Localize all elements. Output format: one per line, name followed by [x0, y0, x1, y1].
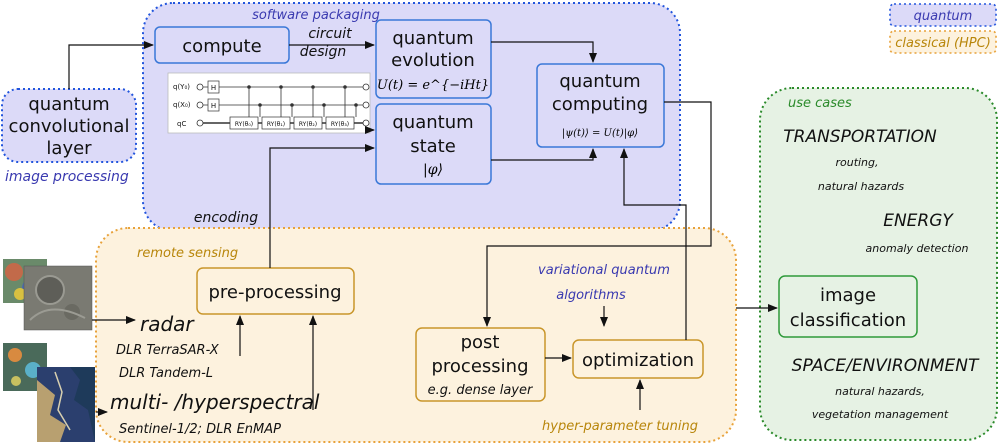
routing-label: routing, [835, 156, 878, 169]
qcomp-formula: |ψ(t)⟩ = U(t)|φ⟩ [562, 128, 638, 139]
circuit-h-gate-2: H [211, 102, 216, 110]
image-classification-box [778, 275, 918, 338]
post-processing-box [415, 327, 546, 402]
arrow-qconv-to-compute [68, 41, 154, 89]
compute-label: compute [182, 36, 261, 57]
arrow-qevolution-to-qcomputing [491, 41, 597, 63]
hyperspectral-image-thumbnails [3, 343, 95, 442]
qcomp-line2: computing [552, 94, 648, 115]
circuit-qubit1: q(Y₀) [173, 83, 190, 91]
dlr-tandem-label: DLR Tandem-L [119, 366, 213, 381]
quantum-circuit-inset: q(Y₀) q(X₀) qC H H [167, 72, 371, 134]
multi-hyperspectral-label: multi- /hyperspectral [110, 390, 320, 414]
quantum-evolution-box [375, 19, 492, 99]
qcomp-line1: quantum [559, 71, 640, 92]
use-cases-region [759, 87, 998, 441]
radar-image-thumbnails [3, 259, 93, 331]
natural-hazards-1-label: natural hazards [818, 180, 905, 193]
radar-label: radar [140, 312, 195, 336]
quantum-state-box [375, 103, 492, 185]
qstate-line2: state [410, 136, 456, 157]
legend-classical-label: classical (HPC) [895, 36, 991, 51]
circuit-label: circuit [308, 26, 352, 42]
qevo-formula: U(t) = e^{−iHt} [377, 78, 489, 93]
anomaly-label: anomaly detection [866, 242, 969, 255]
circuit-qubit3: qC [177, 120, 186, 128]
qevo-line1: quantum [392, 28, 473, 49]
optimization-box [572, 339, 704, 379]
pre-processing-box [196, 267, 355, 315]
legend-quantum-label: quantum [914, 9, 973, 24]
post-line3: e.g. dense layer [428, 383, 534, 398]
arrow-qcomputing-to-postprocessing [483, 101, 712, 327]
img-line2: classification [790, 310, 906, 331]
qconv-line1: quantum [28, 94, 109, 115]
legend-classical-swatch [889, 30, 997, 54]
encoding-label: encoding [194, 210, 258, 226]
qstate-line1: quantum [392, 112, 473, 133]
design-label: design [300, 44, 346, 60]
arrow-optimization-to-qcomputing [620, 148, 687, 340]
energy-label: ENERGY [883, 211, 954, 231]
use-cases-label: use cases [788, 96, 852, 111]
connectors [68, 41, 778, 416]
space-env-label: SPACE/ENVIRONMENT [792, 356, 980, 376]
preproc-label: pre-processing [208, 282, 341, 303]
arrow-preproc-to-qstate [269, 144, 375, 268]
vq-line1: variational quantum [538, 263, 670, 278]
remote-sensing-label: remote sensing [137, 246, 238, 261]
post-line2: processing [431, 356, 528, 377]
circuit-ry-gate-0: RY(θ₀) [235, 121, 253, 128]
qconv-line3: layer [46, 138, 92, 159]
circuit-ry-gate-3: RY(θ₃) [331, 121, 349, 128]
vegetation-label: vegetation management [812, 408, 949, 421]
arrow-qstate-to-qcomputing [491, 148, 597, 161]
software-packaging-label: software packaging [252, 8, 380, 23]
circuit-h-gate-1: H [211, 84, 216, 92]
qstate-formula: |φ⟩ [423, 162, 443, 178]
optimization-label: optimization [582, 350, 694, 371]
quantum-computing-box [536, 63, 665, 148]
qevo-line2: evolution [391, 50, 475, 71]
natural-hazards-2-label: natural hazards, [835, 385, 925, 398]
qconv-line2: convolutional [9, 116, 130, 137]
circuit-ry-gate-1: RY(θ₁) [267, 121, 285, 128]
legend-quantum-swatch [889, 3, 997, 27]
post-line1: post [461, 332, 500, 353]
circuit-ry-gate-2: RY(θ₂) [299, 121, 317, 128]
img-line1: image [820, 285, 876, 306]
transportation-label: TRANSPORTATION [783, 127, 937, 147]
image-processing-label: image processing [5, 169, 129, 185]
sentinel-label: Sentinel-1/2; DLR EnMAP [119, 422, 281, 437]
dlr-terrasar-label: DLR TerraSAR-X [116, 343, 220, 358]
circuit-qubit2: q(X₀) [173, 101, 191, 109]
hyperparam-label: hyper-parameter tuning [542, 419, 698, 434]
vq-line2: algorithms [556, 288, 626, 303]
